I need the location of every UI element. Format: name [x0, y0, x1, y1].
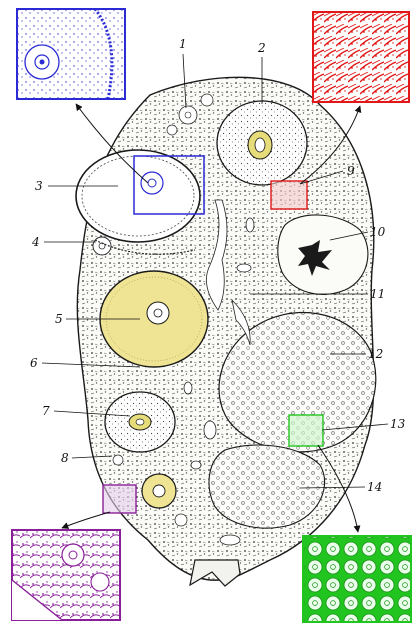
label-6: 6	[30, 356, 38, 370]
red-inset	[313, 12, 409, 102]
label-10: 10	[370, 225, 386, 239]
purple-inset	[12, 530, 120, 620]
label-3: 3	[35, 179, 43, 193]
label-12: 12	[368, 347, 383, 361]
green-inset	[303, 536, 411, 622]
label-2: 2	[257, 41, 266, 55]
corpus-14	[209, 445, 325, 528]
label-7: 7	[42, 404, 50, 418]
label-13: 13	[390, 417, 406, 431]
label-4: 4	[31, 235, 40, 249]
label-11: 11	[370, 287, 385, 301]
vesicular-follicle	[76, 150, 200, 242]
red-box	[271, 181, 307, 209]
purple-box	[103, 485, 136, 513]
green-box	[289, 415, 323, 446]
label-8: 8	[61, 451, 69, 465]
blue-inset	[17, 9, 125, 99]
label-1: 1	[179, 37, 187, 51]
label-5: 5	[55, 312, 63, 326]
label-14: 14	[367, 480, 382, 494]
label-9: 9	[347, 164, 355, 178]
